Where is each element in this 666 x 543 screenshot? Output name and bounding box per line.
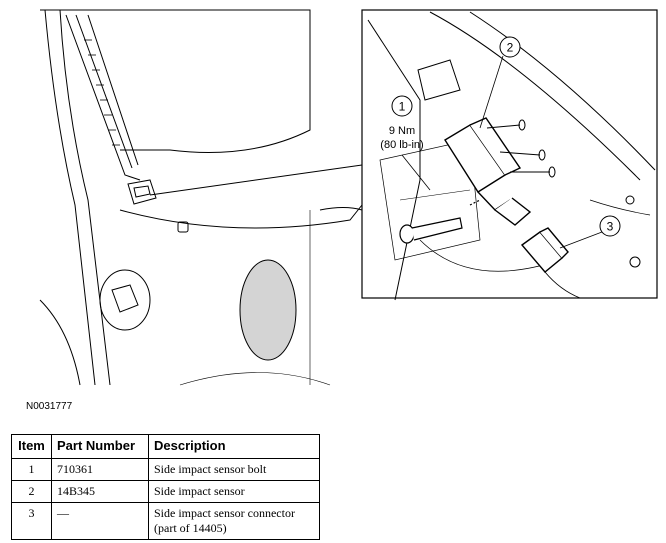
table-row: 3 — Side impact sensor connector (part o… — [11, 502, 320, 540]
cell-part-number: — — [51, 502, 149, 540]
cell-description: Side impact sensor — [148, 480, 320, 503]
svg-text:1: 1 — [399, 100, 406, 114]
callout-3: 3 — [599, 215, 621, 237]
svg-text:2: 2 — [507, 41, 514, 55]
header-item: Item — [11, 434, 52, 459]
torque-nm-label: 9 Nm — [389, 125, 415, 137]
cell-part-number: 14B345 — [51, 480, 149, 503]
main-view — [39, 9, 363, 386]
svg-text:3: 3 — [607, 220, 614, 234]
sensor-bolt — [399, 199, 481, 244]
cell-description: Side impact sensor connector (part of 14… — [148, 502, 320, 540]
figure-id: N0031777 — [26, 401, 73, 412]
table-row: 1 710361 Side impact sensor bolt — [11, 458, 320, 481]
side-impact-sensor — [444, 117, 532, 226]
header-description: Description — [148, 434, 320, 459]
torque-lbin-label: (80 lb-in) — [380, 139, 423, 151]
table-row: 2 14B345 Side impact sensor — [11, 480, 320, 503]
parts-table: Item Part Number Description 1 710361 Si… — [11, 434, 320, 540]
callout-2: 2 — [499, 36, 521, 58]
header-part-number: Part Number — [51, 434, 149, 459]
cell-description: Side impact sensor bolt — [148, 458, 320, 481]
sensor-connector — [520, 227, 581, 299]
cell-item: 3 — [11, 502, 52, 540]
cell-part-number: 710361 — [51, 458, 149, 481]
callout-1: 1 9 Nm (80 lb-in) — [380, 95, 424, 151]
cell-item: 2 — [11, 480, 52, 503]
detail-inset — [361, 9, 658, 301]
table-header-row: Item Part Number Description — [11, 434, 320, 459]
vehicle-pillar-illustration: 1 9 Nm (80 lb-in) 2 3 — [39, 9, 658, 386]
cell-item: 1 — [11, 458, 52, 481]
